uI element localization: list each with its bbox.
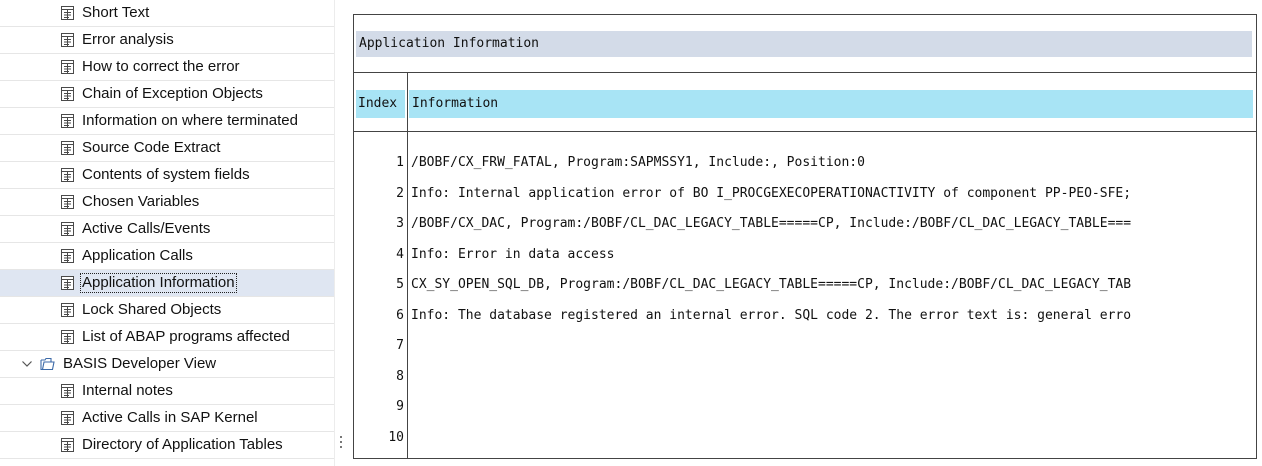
column-header-information: Information [409, 90, 1253, 118]
tree-item[interactable]: Contents of system fields [0, 162, 334, 189]
document-icon [61, 114, 74, 128]
tree-item[interactable]: List of ABAP programs affected [0, 324, 334, 351]
document-icon [61, 438, 74, 452]
splitter-grip-dot [340, 436, 342, 438]
row-index: 5 [396, 277, 404, 292]
tree-item-label: Directory of Application Tables [82, 436, 283, 453]
document-icon [61, 330, 74, 344]
tree-item-label: Active Calls/Events [82, 220, 211, 237]
tree-item-label: Source Code Extract [82, 139, 221, 156]
row-information: Info: The database registered an interna… [411, 307, 1132, 323]
tree-item[interactable]: Application Calls [0, 243, 334, 270]
tree-item[interactable]: Chosen Variables [0, 189, 334, 216]
row-index: 8 [396, 368, 404, 384]
row-index: 2 [396, 185, 404, 201]
tree-item-label: Active Calls in SAP Kernel [82, 409, 258, 426]
tree-item[interactable]: Chain of Exception Objects [0, 81, 334, 108]
row-information: CX_SY_OPEN_SQL_DB, Program:/BOBF/CL_DAC_… [411, 277, 1132, 292]
row-information: /BOBF/CX_FRW_FATAL, Program:SAPMSSY1, In… [411, 155, 865, 170]
tree-item-label: Internal notes [82, 382, 173, 399]
row-index: 1 [396, 155, 404, 170]
tree-item[interactable]: Information on where terminated [0, 108, 334, 135]
chevron-down-icon[interactable] [21, 357, 33, 369]
section-header: Application Information [356, 31, 1252, 57]
row-index: 7 [396, 338, 404, 353]
folder-open-icon [40, 357, 55, 371]
document-icon [61, 222, 74, 236]
tree-item-label: Chosen Variables [82, 193, 200, 210]
tree-item-label: How to correct the error [82, 58, 240, 75]
tree-item[interactable]: Source Code Extract [0, 135, 334, 162]
tree-item[interactable]: How to correct the error [0, 54, 334, 81]
pane-splitter[interactable] [334, 0, 345, 466]
tree-item[interactable]: Directory of Application Tables [0, 432, 334, 459]
column-header-information-label: Information [412, 96, 499, 111]
tree-item-label: Chain of Exception Objects [82, 85, 263, 102]
splitter-grip-dot [340, 441, 342, 443]
document-icon [61, 276, 74, 290]
tree-item-label: Short Text [82, 4, 150, 21]
section-title: Application Information [359, 36, 540, 51]
document-icon [61, 195, 74, 209]
tree-item-label: Contents of system fields [82, 166, 250, 183]
document-icon [61, 384, 74, 398]
document-icon [61, 303, 74, 317]
row-index: 9 [396, 399, 404, 414]
tree-item-label: Application Information [80, 273, 237, 293]
row-index: 6 [396, 307, 404, 323]
row-information: /BOBF/CX_DAC, Program:/BOBF/CL_DAC_LEGAC… [411, 216, 1132, 231]
tree-item[interactable]: Lock Shared Objects [0, 297, 334, 324]
column-header-index-label: Index [358, 96, 398, 111]
document-icon [61, 168, 74, 182]
document-icon [61, 33, 74, 47]
tree-item[interactable]: Application Information [0, 270, 334, 297]
tree-item[interactable]: Short Text [0, 0, 334, 27]
tree-item-label: Error analysis [82, 31, 174, 48]
divider-line [354, 72, 1256, 73]
tree-item[interactable]: Error analysis [0, 27, 334, 54]
row-information: Info: Error in data access [411, 246, 615, 262]
tree-item-label: Information on where terminated [82, 112, 298, 129]
row-index: 4 [396, 246, 404, 262]
tree-item[interactable]: Active Calls in SAP Kernel [0, 405, 334, 432]
row-index: 10 [388, 429, 404, 445]
row-index: 3 [396, 216, 404, 231]
tree-item-label: BASIS Developer View [63, 355, 217, 372]
column-divider [407, 73, 408, 459]
document-icon [61, 6, 74, 20]
column-header-index: Index [356, 90, 405, 118]
document-icon [61, 141, 74, 155]
tree-item[interactable]: Internal notes [0, 378, 334, 405]
tree-item-label: Application Calls [82, 247, 193, 264]
splitter-grip-dot [340, 446, 342, 448]
application-information-report: Application Information Index Informatio… [353, 14, 1257, 459]
row-information: Info: Internal application error of BO I… [411, 185, 1132, 201]
tree-item[interactable]: BASIS Developer View [0, 351, 334, 378]
document-icon [61, 249, 74, 263]
document-icon [61, 411, 74, 425]
divider-line [354, 131, 1256, 132]
tree-item[interactable]: Active Calls/Events [0, 216, 334, 243]
document-icon [61, 87, 74, 101]
tree-item-label: Lock Shared Objects [82, 301, 222, 318]
document-icon [61, 60, 74, 74]
tree-item-label: List of ABAP programs affected [82, 328, 290, 345]
